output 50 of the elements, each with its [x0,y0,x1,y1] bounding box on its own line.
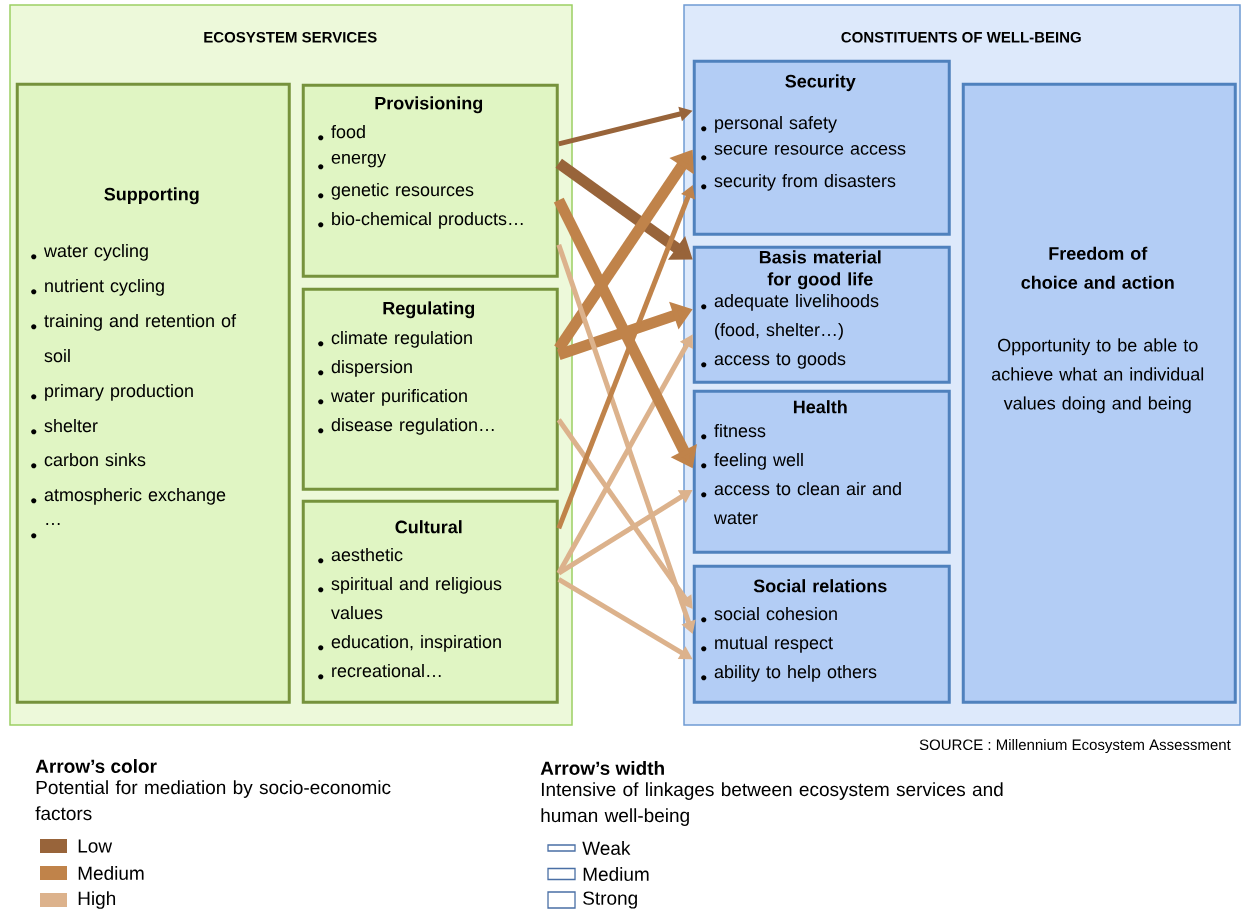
bullet-item: ability to help others [701,664,877,682]
legend-item: Weak [547,841,631,855]
legend-description: Intensive of linkages between ecosystem services and human well-being [541,782,1003,826]
bullet-item: bio-chemical products… [318,211,523,229]
legend-description: Potential for mediation by socio-economic factors [35,780,391,821]
source: SOURCE : Millennium Ecosystem Assessment [919,739,1231,753]
bullet-item: aesthetic [318,547,403,564]
service-box: Regulating climate regulation dispersion water purification disease regulation… [301,287,559,491]
bullet-item: personal safety [701,115,837,133]
service-box: Security personal safety secure resource access security from disasters [692,59,951,236]
legend-item: Strong [547,891,637,909]
legend-item: Medium [40,866,144,880]
bullet-item: nutrient cycling [31,278,164,296]
service-box: Supporting water cycling nutrient cycling training and retention of soil primary production shelter carbon sinks atmospheric exchange … [15,82,291,704]
bullet-item: disease regulation… [318,417,494,435]
bullet-item: recreational… [318,663,441,680]
bullet-item: access to clean air and water [701,481,901,525]
service-box: Cultural aesthetic spiritual and religious values education, inspiration recreational… [301,499,559,704]
bullet-item: food [318,124,365,141]
bullet-item: security from disasters [701,173,896,191]
bullet-item: dispersion [318,359,412,377]
bullet-item: feeling well [701,452,803,470]
legend-item: Medium [547,867,649,881]
bullet-item: adequate livelihoods (food, shelter…) [701,293,879,340]
legend-item: High [40,891,116,909]
service-box: Health fitness feeling well access to clean air and water [692,389,951,554]
bullet-item: energy [318,153,386,170]
bullet-item: education, inspiration [318,634,501,652]
bullet-item: atmospheric exchange [31,487,226,505]
description: Opportunity to be able to achieve what an individual values doing and being [991,338,1204,414]
bullet-item: climate regulation [318,330,472,348]
service-box: Social relations social cohesion mutual respect ability to help others [692,564,951,704]
bullet-item: social cohesion [701,606,837,623]
bullet-item: mutual respect [701,635,833,653]
legend-heading: Arrow’s width [540,761,664,775]
bullet-item: primary production [31,383,193,401]
legend-heading: Arrow’s color [35,759,157,773]
bullet-item: fitness [701,423,766,440]
bullet-item: … [31,522,60,539]
service-box: Basis material for good life adequate livelihoods (food, shelter…) access to goods [692,245,951,384]
bullet-item: access to goods [701,351,846,369]
bullet-item: genetic resources [318,182,474,200]
bullet-item: water cycling [31,243,148,261]
bullet-item: water purification [318,388,467,406]
bullet-item: shelter [31,418,98,435]
service-box: Freedom of choice and action Opportunity to be able to achieve what an individual values doing and being [961,82,1237,704]
bullet-item: secure resource access [701,144,906,161]
legend-item: Low [40,839,113,853]
bullet-item: carbon sinks [31,452,146,469]
service-box: Provisioning food energy genetic resources bio-chemical products… [301,83,559,278]
